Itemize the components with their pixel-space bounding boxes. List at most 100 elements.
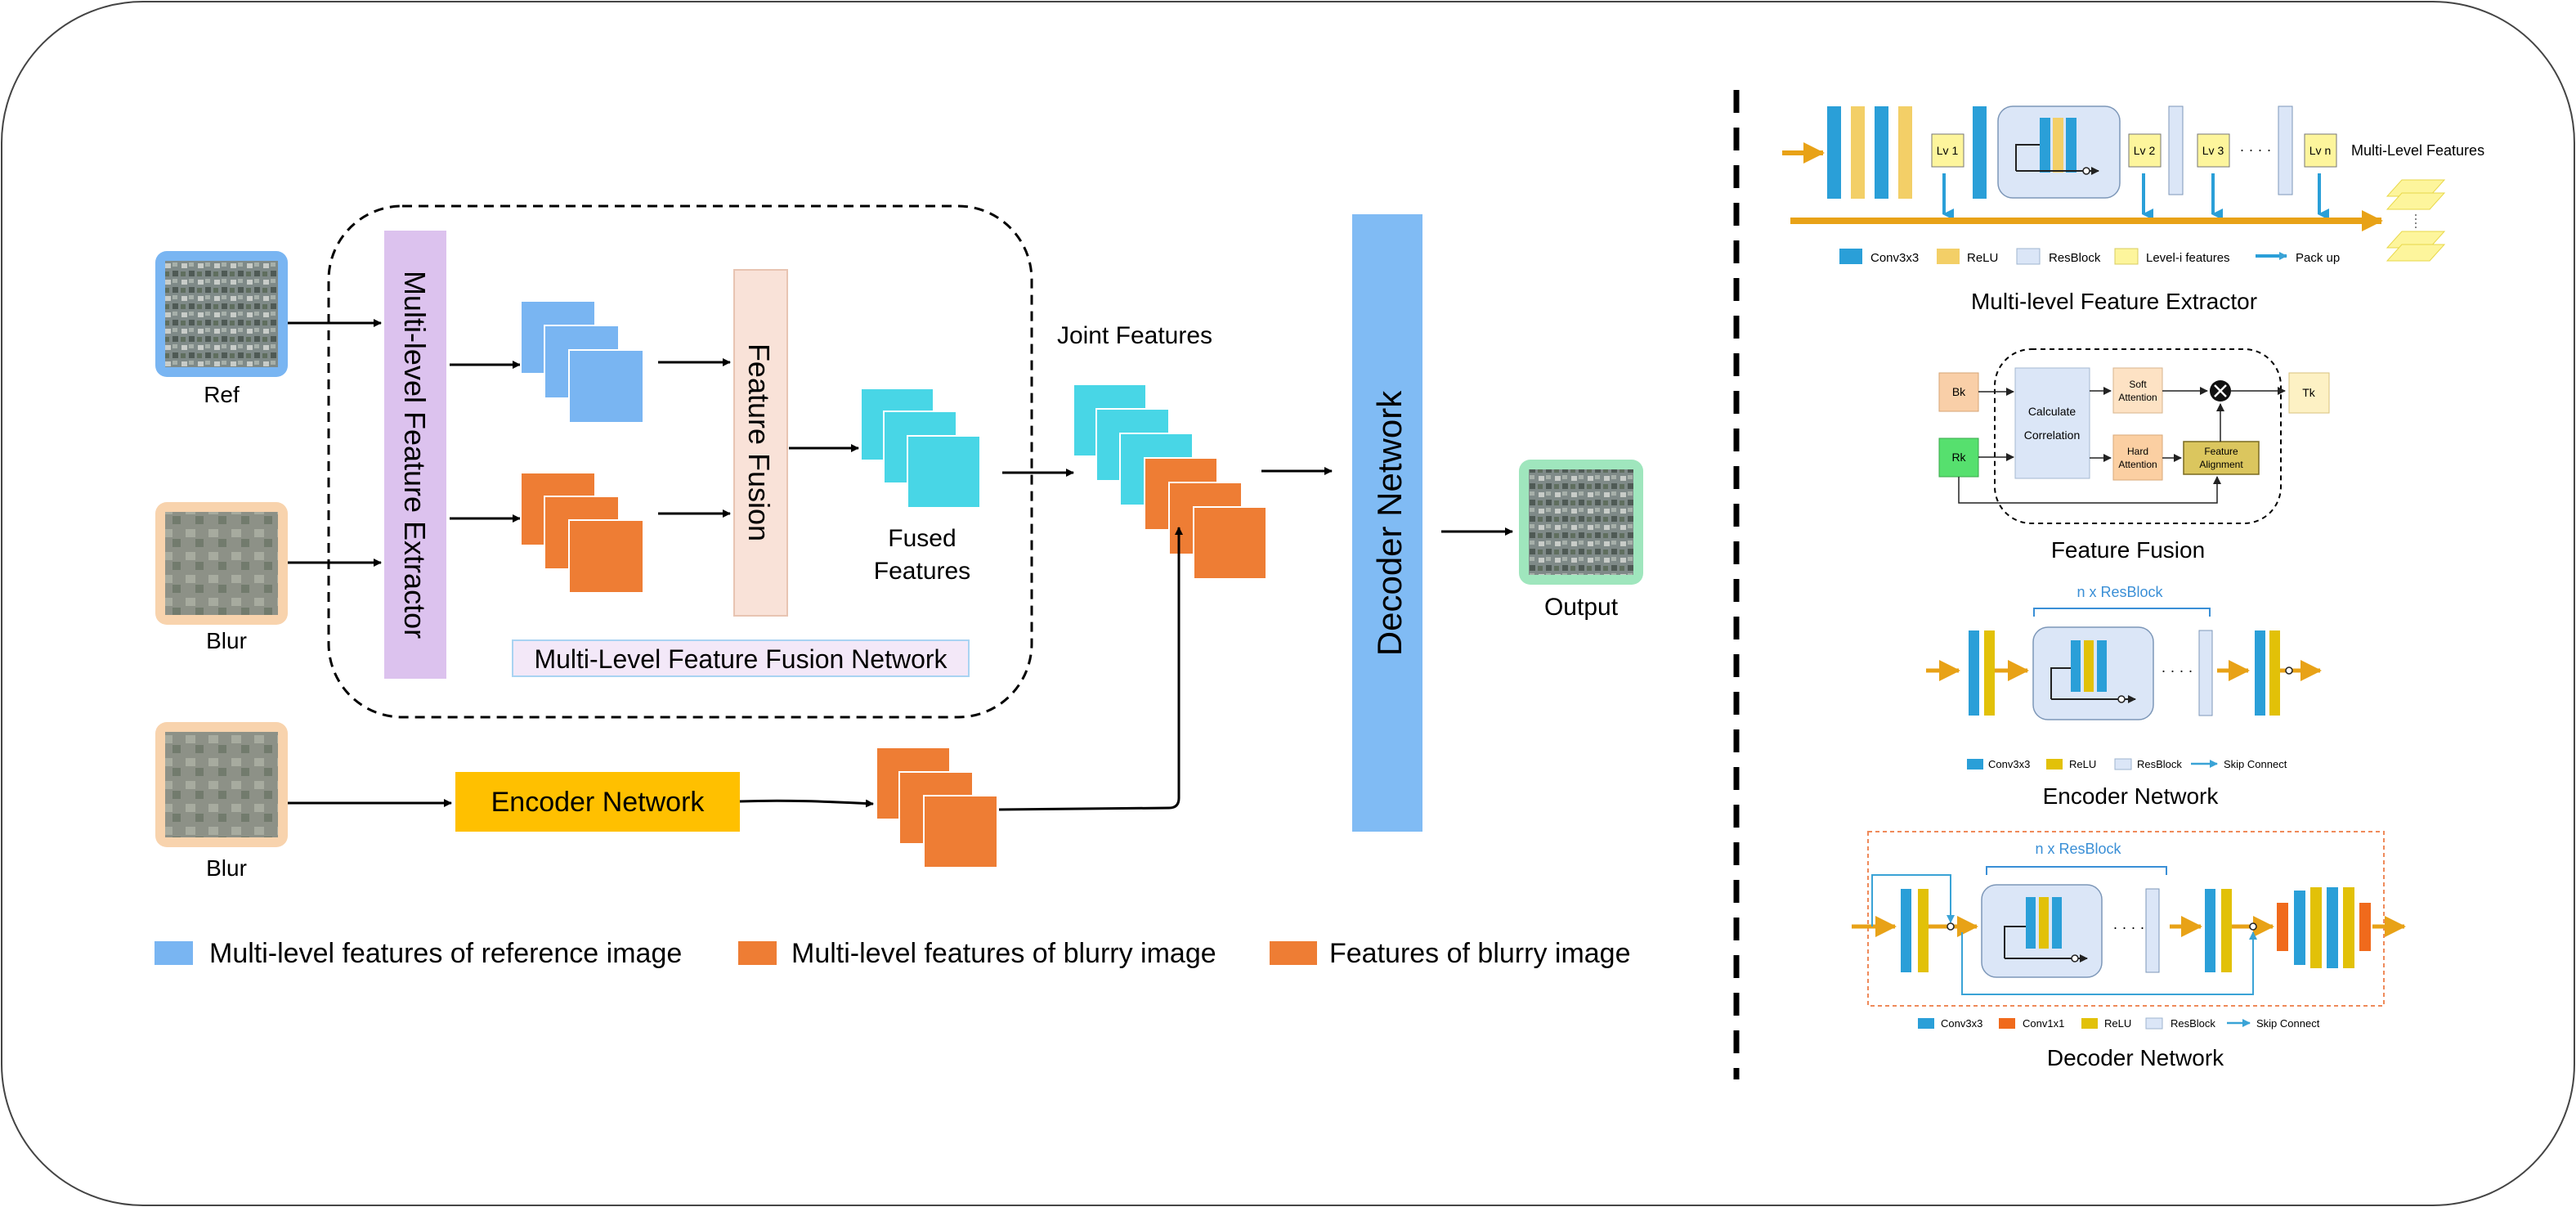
calculate-correlation-box (2014, 367, 2090, 479)
extractor-legend-relu: ReLU (1967, 251, 1998, 265)
blur-label-2: Blur (206, 855, 247, 881)
decoder-legend-relu: ReLU (2104, 1017, 2131, 1030)
extractor-resblock-n (2278, 105, 2293, 195)
encoder-n-resblock: n x ResBlock (2076, 584, 2163, 600)
panel-encoder: n x ResBlock · · · · Conv3x3 ReLU ResBlo… (1926, 584, 2322, 809)
joint-features-label: Joint Features (1057, 322, 1212, 349)
legend-label-blur: Features of blurry image (1329, 938, 1631, 969)
encoder-legend-skip: Skip Connect (2224, 758, 2287, 770)
feature-fusion-block (733, 269, 788, 617)
extractor-legend-resblock: ResBlock (2049, 251, 2101, 265)
fused-features-label-line2: Features (874, 558, 970, 585)
lv2-box (2128, 133, 2162, 168)
decoder-legend-conv1: Conv1x1 (2023, 1017, 2064, 1030)
soft-attention-box (2112, 367, 2163, 414)
extractor-conv-1 (1827, 106, 1841, 199)
align-label-line2: Alignment (2199, 459, 2243, 470)
decoder-dashed-box (1867, 831, 2385, 1007)
calc-label-line1: Calculate (2028, 405, 2076, 418)
legend-swatch-ref (155, 941, 193, 965)
soft-label-line1: Soft (2129, 379, 2147, 390)
encoder-ellipsis: · · · · (2162, 662, 2193, 679)
arrow-encoder-features-to-joint (998, 527, 1183, 811)
extractor-ellipsis: · · · · (2240, 141, 2272, 158)
blur-feature-stack (520, 472, 644, 594)
panel-extractor: Lv 1 Lv 2 Lv 3 · · · · Lv n Multi-Level … (1782, 105, 2484, 314)
ref-feature-stack (520, 300, 644, 424)
fusion-panel-title: Feature Fusion (2051, 537, 2205, 563)
panel-decoder: n x ResBlock · · · · Conv3x3 (1852, 831, 2406, 1070)
decoder-legend-skip: Skip Connect (2256, 1017, 2320, 1030)
encoder-panel-title: Encoder Network (2043, 783, 2220, 809)
calc-label-line2: Correlation (2024, 429, 2080, 442)
extractor-legend-packup: Pack up (2296, 251, 2340, 265)
fusion-network-label: Multi-Level Feature Fusion Network (534, 644, 948, 674)
hard-attention-box (2112, 434, 2163, 481)
extractor-panel-title: Multi-level Feature Extractor (1971, 289, 2257, 314)
output-image (1519, 460, 1643, 585)
lv3-label: Lv 3 (2202, 144, 2224, 157)
ref-input-image (155, 251, 288, 377)
tk-label: Tk (2302, 386, 2316, 399)
blur-input-image-1 (155, 502, 288, 625)
extractor-conv-2 (1875, 106, 1888, 199)
align-label-line1: Feature (2204, 446, 2238, 457)
decoder-n-resblock: n x ResBlock (2035, 841, 2121, 857)
fusion-dashed-box (1994, 348, 2282, 524)
lv2-label: Lv 2 (2134, 144, 2156, 157)
extractor-legend-level: Level-i features (2146, 251, 2230, 265)
fused-features-label-line1: Fused (888, 525, 956, 552)
decoder-network-block (1352, 214, 1422, 832)
decoder-legend-resblock: ResBlock (2171, 1017, 2215, 1030)
encoder-legend-resblock: ResBlock (2137, 758, 2182, 770)
extractor-conv-3 (1973, 106, 1987, 199)
decoder-network-label: Decoder Network (1370, 390, 1409, 656)
rk-label: Rk (1951, 451, 1966, 464)
ref-label: Ref (204, 382, 240, 407)
blur-input-image-2 (155, 722, 288, 847)
lv1-box (1931, 133, 1964, 168)
feature-alignment-box (2183, 441, 2260, 475)
arrow-encoder-to-features (739, 799, 874, 808)
decoder-panel-title: Decoder Network (2047, 1045, 2224, 1070)
blur-label-1: Blur (206, 628, 247, 653)
fused-feature-stack (860, 388, 981, 509)
extractor-resblock-2 (2168, 105, 2184, 195)
extractor-legend-conv: Conv3x3 (1870, 251, 1919, 265)
lv1-label: Lv 1 (1937, 144, 1959, 157)
multi-level-features-label: Multi-Level Features (2351, 142, 2484, 159)
legend-label-multi-blur: Multi-level features of blurry image (791, 938, 1216, 969)
fusion-network-label-box (512, 639, 970, 677)
fusion-network-box (327, 204, 1033, 719)
extractor-label: Multi-level Feature Extractor (398, 271, 432, 639)
tk-box (2288, 372, 2330, 414)
bk-box (1938, 372, 1979, 412)
encoder-legend-conv: Conv3x3 (1988, 758, 2030, 770)
output-label: Output (1544, 594, 1619, 621)
lvn-box (2304, 133, 2337, 168)
encoder-legend-relu: ReLU (2069, 758, 2096, 770)
lvn-label: Lv n (2309, 144, 2331, 157)
legend-swatch-blur (1270, 941, 1317, 965)
lv3-box (2197, 133, 2230, 168)
encoder-network-block (455, 772, 740, 832)
extractor-relu-2 (1898, 106, 1912, 199)
hard-label-line2: Attention (2118, 459, 2157, 470)
extractor-block (384, 231, 446, 679)
panel-fusion: Bk Rk Calculate Correlation Soft Attenti… (1938, 348, 2330, 563)
legend-swatch-multi-blur (738, 941, 777, 965)
legend-label-ref: Multi-level features of reference image (209, 938, 682, 969)
joint-feature-stack (1073, 384, 1267, 580)
hard-label-line1: Hard (2127, 446, 2148, 457)
encoder-feature-stack (876, 747, 998, 868)
soft-label-line2: Attention (2118, 392, 2157, 403)
extractor-relu-1 (1851, 106, 1865, 199)
main-legend: Multi-level features of reference image … (155, 938, 1631, 969)
feature-fusion-label: Feature Fusion (742, 343, 776, 541)
decoder-legend-conv3: Conv3x3 (1941, 1017, 1982, 1030)
encoder-network-label: Encoder Network (491, 787, 706, 818)
bk-label: Bk (1952, 385, 1966, 398)
decoder-ellipsis: · · · · (2113, 919, 2145, 936)
